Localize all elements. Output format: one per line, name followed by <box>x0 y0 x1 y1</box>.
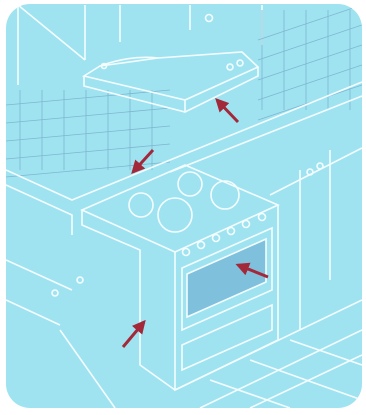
background-panel <box>6 4 362 408</box>
